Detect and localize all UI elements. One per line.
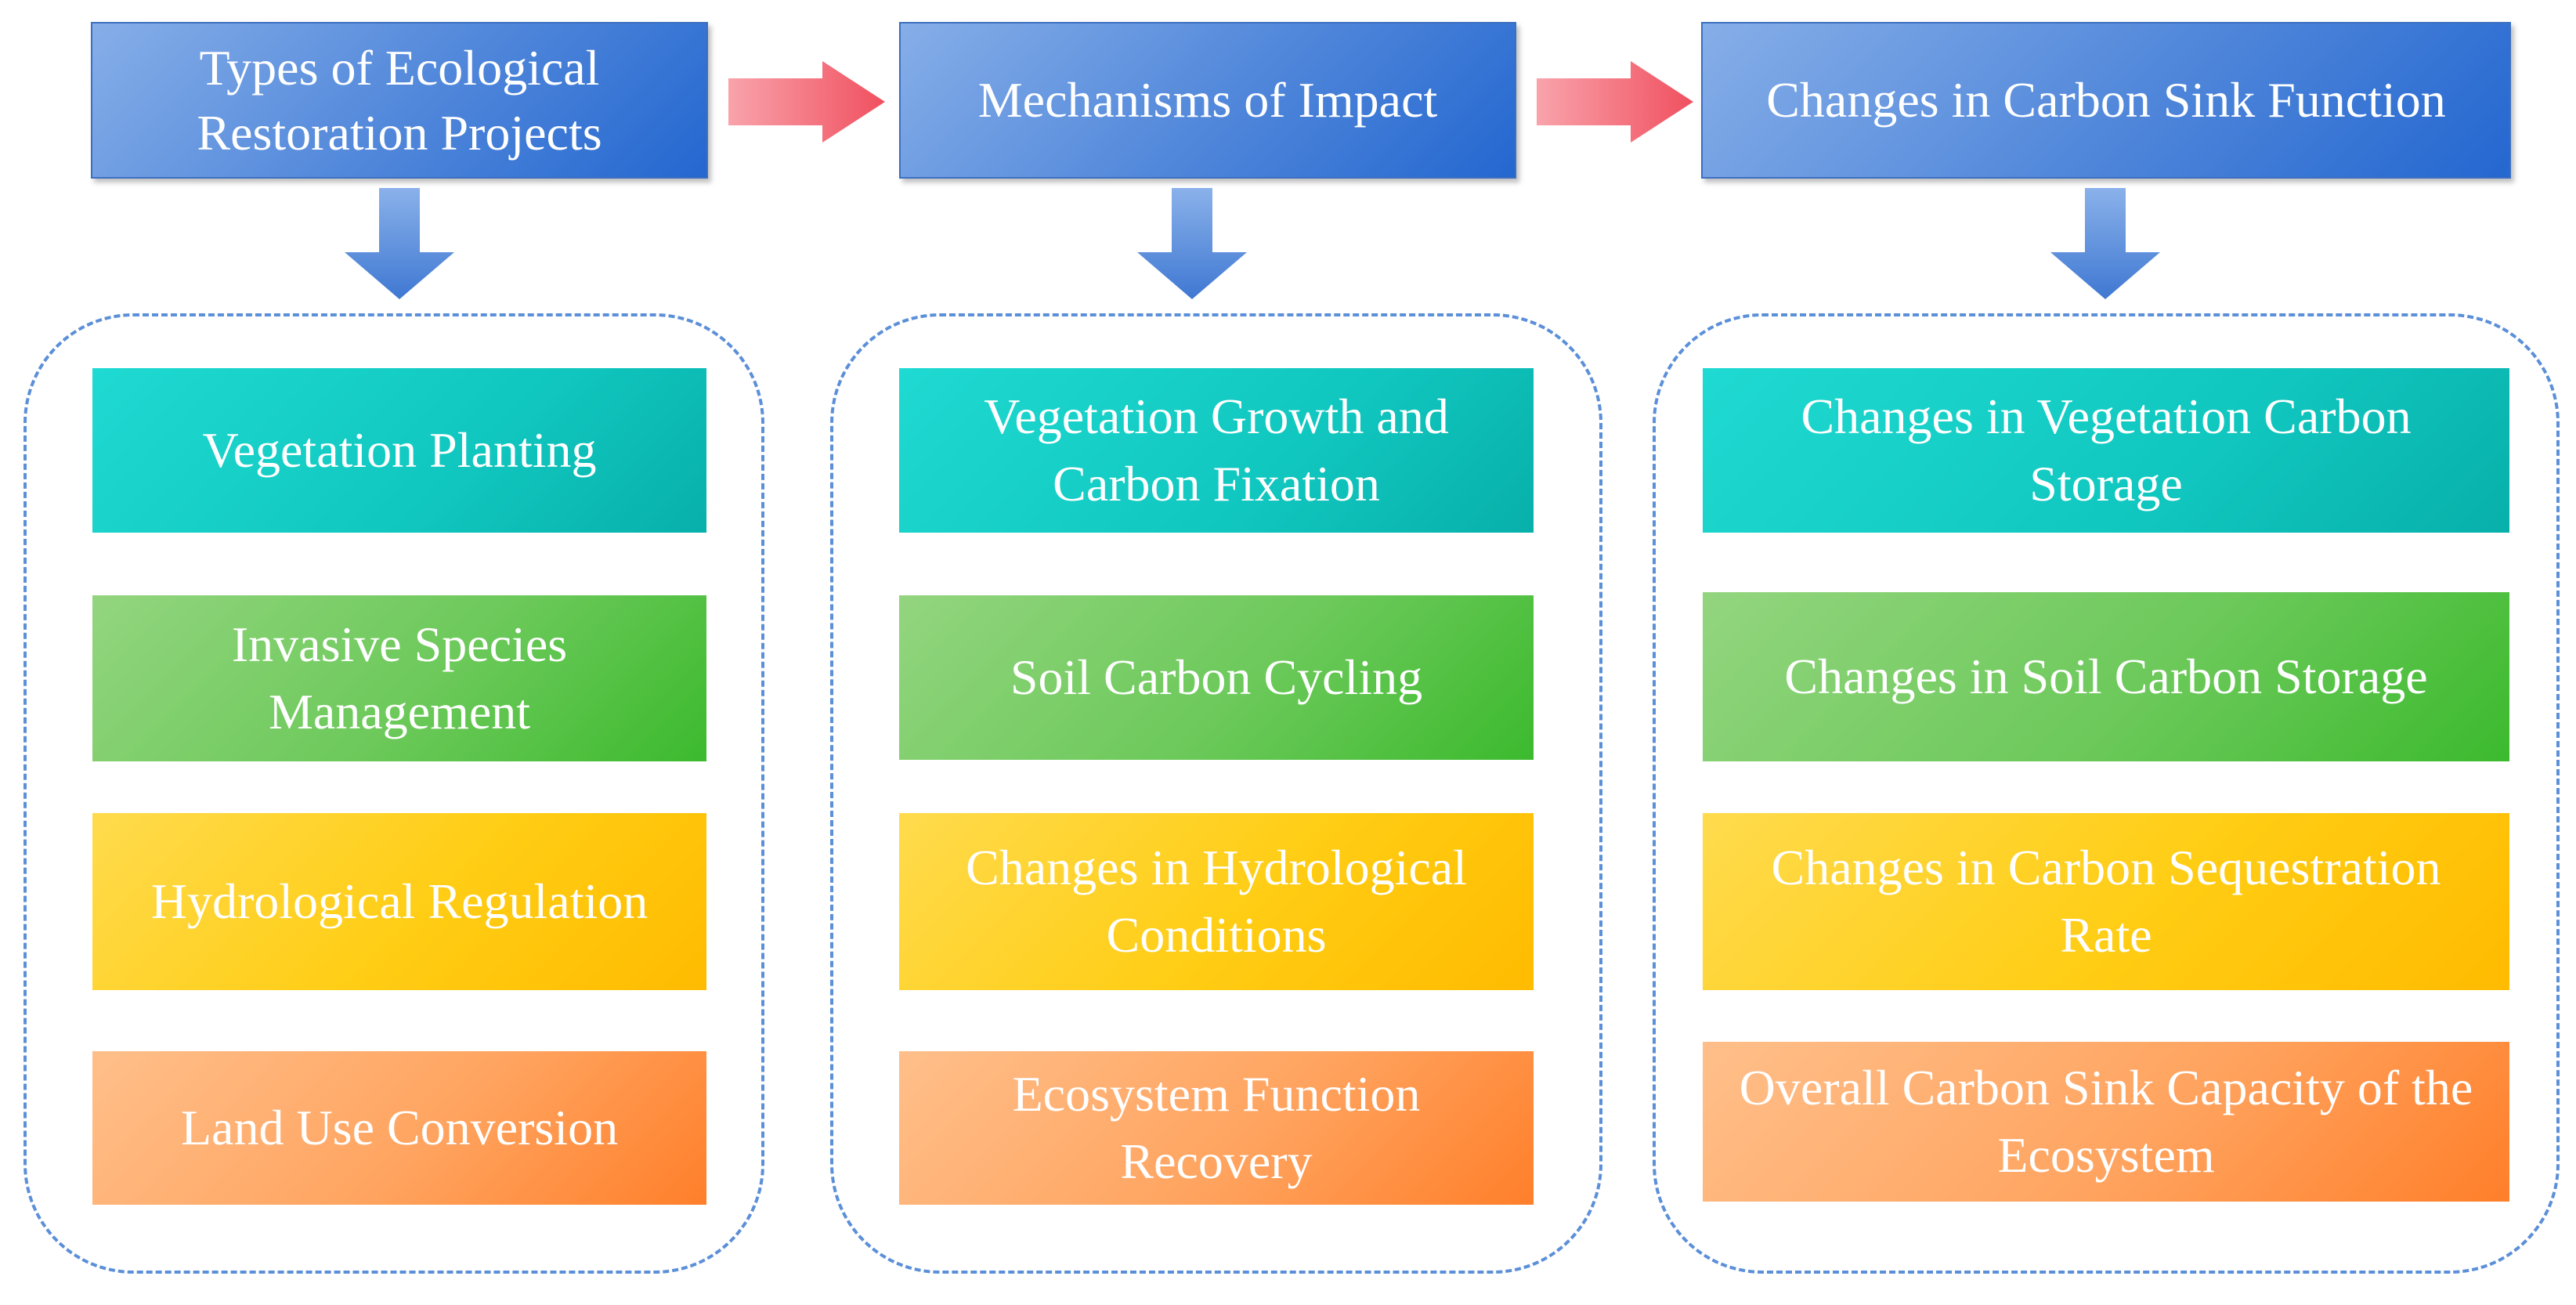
item-soil-carbon-cycling: Soil Carbon Cycling (899, 595, 1534, 760)
item-changes-hydrological-conditions: Changes in Hydrological Conditions (899, 813, 1534, 990)
item-invasive-species-management: Invasive Species Management (92, 595, 706, 761)
item-label: Invasive Species Management (231, 616, 568, 739)
item-land-use-conversion: Land Use Conversion (92, 1051, 706, 1205)
header-carbon-sink-changes: Changes in Carbon Sink Function (1701, 22, 2511, 179)
header-restoration-types: Types of Ecological Restoration Projects (91, 22, 708, 179)
header-restoration-types-label: Types of Ecological Restoration Projects (197, 39, 602, 161)
item-vegetation-carbon-storage: Changes in Vegetation Carbon Storage (1703, 368, 2509, 533)
restoration-types-group (23, 313, 764, 1274)
header-carbon-sink-changes-label: Changes in Carbon Sink Function (1766, 72, 2446, 128)
item-label: Ecosystem Function Recovery (1012, 1065, 1421, 1189)
item-soil-carbon-storage: Changes in Soil Carbon Storage (1703, 592, 2509, 761)
mechanisms-group (830, 313, 1602, 1274)
item-overall-carbon-sink-capacity: Overall Carbon Sink Capacity of the Ecos… (1703, 1042, 2509, 1202)
item-hydrological-regulation: Hydrological Regulation (92, 813, 706, 990)
item-ecosystem-function-recovery: Ecosystem Function Recovery (899, 1051, 1534, 1205)
item-vegetation-growth-carbon-fixation: Vegetation Growth and Carbon Fixation (899, 368, 1534, 533)
item-label: Changes in Soil Carbon Storage (1784, 648, 2428, 704)
item-label: Changes in Carbon Sequestration Rate (1771, 839, 2441, 963)
right-arrow-icon (728, 61, 885, 143)
item-carbon-sequestration-rate: Changes in Carbon Sequestration Rate (1703, 813, 2509, 990)
item-label: Changes in Vegetation Carbon Storage (1801, 388, 2412, 512)
item-label: Land Use Conversion (180, 1099, 619, 1155)
down-arrow-icon (2050, 188, 2160, 299)
item-vegetation-planting: Vegetation Planting (92, 368, 706, 533)
item-label: Hydrological Regulation (150, 873, 649, 929)
item-label: Vegetation Planting (202, 421, 597, 478)
down-arrow-icon (345, 188, 454, 299)
right-arrow-icon (1537, 61, 1693, 143)
item-label: Soil Carbon Cycling (1010, 649, 1423, 705)
carbon-sink-changes-group (1653, 313, 2560, 1274)
header-mechanisms: Mechanisms of Impact (899, 22, 1516, 179)
down-arrow-icon (1137, 188, 1247, 299)
item-label: Overall Carbon Sink Capacity of the Ecos… (1739, 1059, 2473, 1183)
item-label: Vegetation Growth and Carbon Fixation (984, 388, 1449, 512)
header-mechanisms-label: Mechanisms of Impact (977, 72, 1438, 128)
item-label: Changes in Hydrological Conditions (966, 839, 1467, 963)
